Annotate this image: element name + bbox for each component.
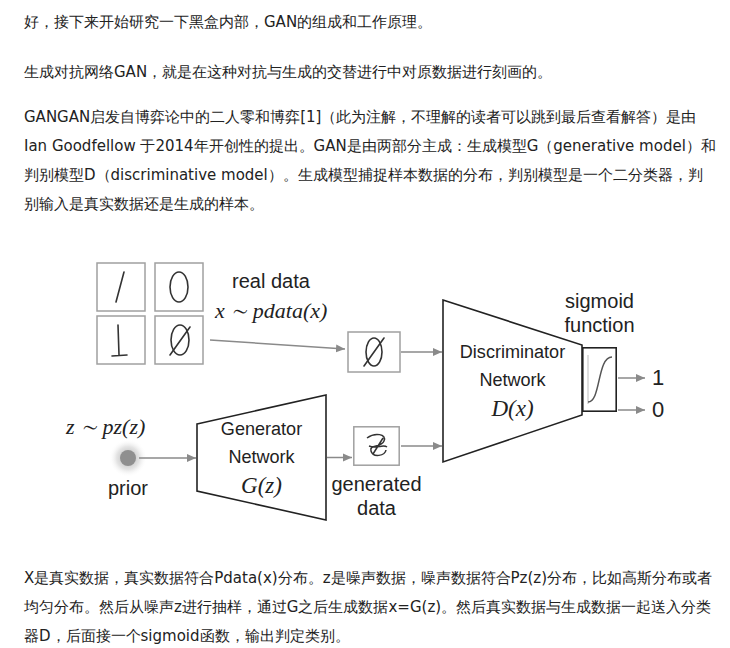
function-name: D(x)	[491, 394, 533, 424]
connector-arrow	[327, 457, 352, 459]
real-sample-box	[348, 332, 400, 372]
output-value: 0	[652, 397, 664, 423]
discriminator-network: Discriminator NetworkD(x)	[443, 300, 582, 462]
math-expression: x ∼ pdata(x)	[215, 298, 327, 324]
data-caption: real data	[232, 269, 310, 293]
paragraph: 好，接下来开始研究一下黑盒内部，GAN的组成和工作原理。	[24, 9, 714, 35]
digit-grid	[97, 263, 203, 364]
node-heading: generated data	[322, 472, 432, 520]
node-heading: sigmoid function	[552, 289, 648, 337]
sigmoid-box: sigmoid function	[582, 347, 617, 412]
output-arrow	[618, 377, 645, 379]
data-arrow	[210, 340, 345, 349]
connector-arrow	[139, 457, 196, 459]
output-arrow	[618, 409, 645, 411]
data-arrow	[401, 351, 442, 353]
generated-data-box: generated data	[353, 426, 400, 466]
prior-dot-shape	[120, 450, 136, 466]
network-name: Discriminator Network	[443, 338, 582, 394]
shape-outline	[118, 448, 138, 468]
handwritten-digit	[364, 338, 384, 366]
node-text: Discriminator NetworkD(x)	[443, 300, 582, 462]
generator-network: Generator NetworkG(z)	[197, 395, 326, 520]
output-value: 1	[652, 365, 664, 391]
generated-scribble	[367, 434, 387, 455]
connector-arrow	[401, 445, 442, 447]
trapezoid-outline	[443, 300, 582, 462]
handwritten-digits	[112, 272, 190, 356]
sigmoid-curve	[588, 357, 612, 402]
node-text: Generator NetworkG(z)	[197, 395, 326, 520]
shape-outline	[353, 426, 400, 466]
prior-dot: prior	[118, 448, 138, 468]
data-box-outline	[354, 427, 399, 465]
paragraph: 生成对抗网络GAN，就是在这种对抗与生成的交替进行中对原数据进行刻画的。	[24, 59, 714, 85]
shape-outline	[582, 347, 617, 412]
function-name: G(z)	[241, 471, 282, 501]
trapezoid-outline	[197, 395, 326, 520]
sigmoid-box-outline	[583, 348, 616, 411]
node-heading: prior	[93, 476, 163, 500]
paragraph: GANGAN启发自博弈论中的二人零和博弈[1]（此为注解，不理解的读者可以跳到最…	[24, 103, 716, 219]
axis-line	[588, 355, 589, 404]
network-name: Generator Network	[197, 415, 326, 471]
paragraph: X是真实数据，真实数据符合Pdata(x)分布。z是噪声数据，噪声数据符合Pz(…	[24, 564, 716, 648]
math-expression: z ∼ pz(z)	[66, 414, 145, 440]
